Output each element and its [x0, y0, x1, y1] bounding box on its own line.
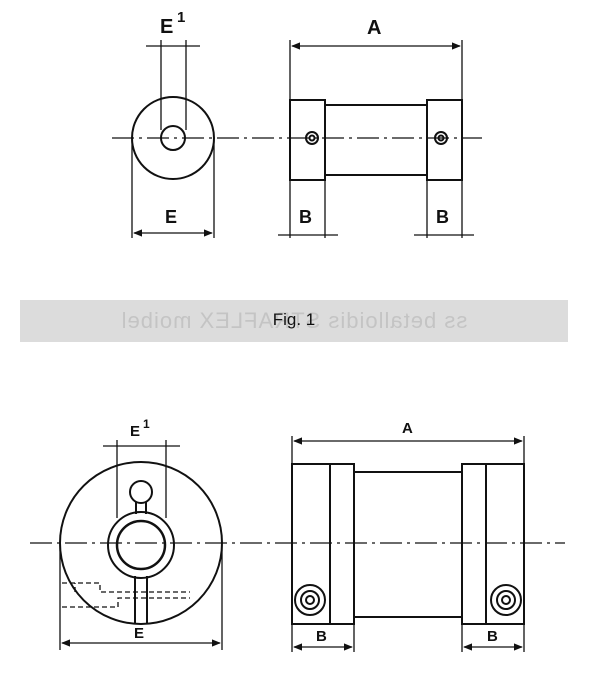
figure-2: E 1 A E B B	[30, 417, 565, 652]
fig2-left-screw-core	[305, 595, 315, 605]
fig2-hidden-bolt	[62, 582, 190, 608]
fig2-left-screw-inner	[300, 590, 320, 610]
fig2-label-e: E	[134, 625, 144, 642]
figure-1: E 1 A E B B	[112, 9, 482, 238]
fig2-label-b-left: B	[316, 628, 327, 645]
fig1-end-view	[131, 40, 215, 238]
fig1-left-screw	[305, 131, 319, 145]
fig2-bore-inner	[115, 519, 167, 571]
fig2-side-view	[291, 436, 525, 652]
fig2-end-view	[59, 440, 223, 650]
fig1-body	[324, 104, 428, 176]
fig1-right-screw-center	[437, 134, 445, 142]
fig2-right-clamp	[461, 463, 525, 625]
fig2-top-keyhole	[129, 480, 153, 504]
fig1-label-a: A	[367, 17, 381, 39]
fig1-left-screw-center	[308, 134, 316, 142]
fig2-right-screw-inner	[496, 590, 516, 610]
fig2-label-e1-sup: 1	[143, 417, 150, 431]
fig1-label-e1: E	[160, 16, 173, 38]
fig2-bore-outer	[107, 511, 175, 579]
fig1-label-e1-sup: 1	[177, 9, 185, 26]
fig1-label-b-right: B	[436, 207, 449, 227]
fig1-side-view	[278, 40, 474, 238]
fig1-label-b-left: B	[299, 207, 312, 227]
fig2-body	[353, 471, 463, 618]
fig2-label-b-right: B	[487, 628, 498, 645]
fig2-right-screw-core	[501, 595, 511, 605]
fig1-right-clamp	[426, 99, 463, 181]
figure-caption: Fig. 1	[272, 310, 316, 329]
fig2-label-a: A	[402, 420, 413, 437]
fig1-right-screw	[434, 131, 448, 145]
fig2-right-screw	[490, 584, 522, 616]
fig2-label-e1: E	[130, 423, 140, 440]
fig1-left-clamp	[289, 99, 326, 181]
fig2-left-screw	[294, 584, 326, 616]
fig1-label-e: E	[165, 207, 177, 227]
figure-caption-band: ss betalloidis STRAFLEX moibel Fig. 1	[20, 300, 568, 342]
